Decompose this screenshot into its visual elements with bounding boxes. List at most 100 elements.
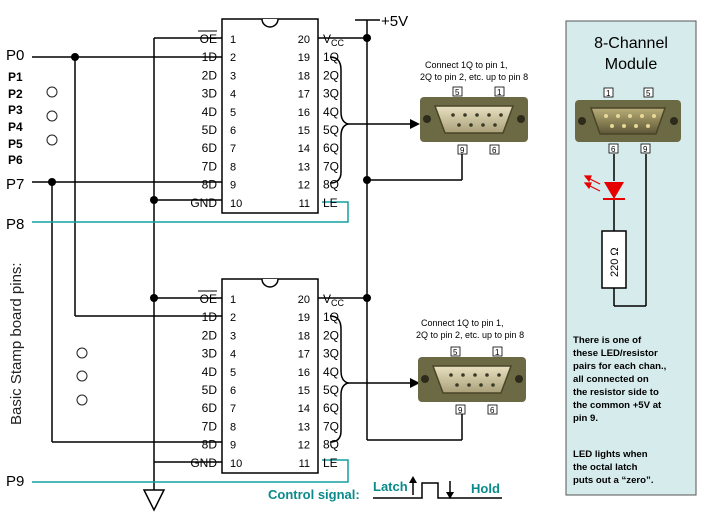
module-tag-5: 5 <box>646 89 651 98</box>
chip2-pin-number-right: 11 <box>299 458 310 470</box>
chip1-pin-name-right: VCC <box>323 32 345 48</box>
chip1-pin-name-left: 5D <box>202 123 218 137</box>
led-light-rays-icon <box>583 175 601 192</box>
module-note-2-line: puts out a “zero”. <box>573 475 653 486</box>
chip1-pin-name-right: 4Q <box>323 105 339 119</box>
chip1-pin-number-left: 9 <box>230 180 236 192</box>
chip1-pin-name-right: LE <box>323 196 338 210</box>
db9-pin-tags-top: 5 1 9 6 <box>452 86 505 155</box>
chip2-pin-name-right: 7Q <box>323 419 339 433</box>
chip2-pin-number-right: 20 <box>298 294 310 306</box>
chip2-pin-number-right: 18 <box>298 330 310 342</box>
resistor-label: 220 Ω <box>609 247 621 277</box>
stamp-pins-side-label: Basic Stamp board pins: <box>8 262 25 425</box>
module-title-line1: 8-Channel <box>594 35 668 52</box>
module-note-2: LED lights when the octal latch puts out… <box>573 449 653 486</box>
chip1-pin-name-left: 4D <box>202 105 218 119</box>
db9-connector-top <box>420 97 528 142</box>
module-note-1-line: these LED/resistor <box>573 348 658 359</box>
arrow-head-bottom <box>410 378 420 388</box>
chip1-pin-number-right: 15 <box>298 125 310 137</box>
chip2-pin-name-left: 7D <box>202 419 218 433</box>
db9-connector-bottom <box>418 357 526 402</box>
pin-label-p8: P8 <box>6 216 24 233</box>
db9-tag-9: 9 <box>460 146 465 155</box>
module-tag-9: 9 <box>643 145 648 154</box>
chip1-pin-name-right: 6Q <box>323 141 339 155</box>
chip2-pin-number-left: 4 <box>230 349 236 361</box>
chip2-pin-name-right: 5Q <box>323 383 339 397</box>
chip1-pin-name-left: 3D <box>202 87 218 101</box>
output-bus-bottom <box>329 315 410 443</box>
control-hold-label: Hold <box>471 481 500 496</box>
chip1-pin-name-left: 6D <box>202 141 218 155</box>
chip2-pin-name-left: 2D <box>202 328 218 342</box>
chip2-pin-number-right: 17 <box>298 349 310 361</box>
pin-label-p1: P1 <box>8 70 23 84</box>
ellipsis-dots-top <box>46 86 58 146</box>
module-db9-connector <box>575 100 681 142</box>
chip1-pin-name-left: 1D <box>202 50 218 64</box>
db9-tag-9: 9 <box>458 406 463 415</box>
led-diode-icon <box>603 182 625 200</box>
chip1-pin-number-left: 2 <box>230 52 236 64</box>
latch-up-arrow-icon <box>409 476 417 483</box>
module-note-1-line: the common +5V at <box>573 400 662 411</box>
chip1-pin-number-right: 19 <box>298 52 310 64</box>
chip2-pin-number-right: 12 <box>298 440 310 452</box>
pin-label-p0: P0 <box>6 47 24 64</box>
connector-note-bottom-line1: Connect 1Q to pin 1, <box>421 318 504 328</box>
db9-tag-5: 5 <box>453 348 458 357</box>
hold-down-arrow-icon <box>446 492 454 499</box>
chip2-pin-name-right: VCC <box>323 292 345 308</box>
chip1-pin-name-left: 8D <box>202 178 218 192</box>
chip1-pin-name-right: 3Q <box>323 87 339 101</box>
resistor-icon <box>601 230 627 289</box>
module-note-2-line: the octal latch <box>573 462 638 473</box>
chip1-pin-name-right: 8Q <box>323 178 339 192</box>
chip2-pin-number-right: 19 <box>298 312 310 324</box>
control-waveform <box>373 481 502 499</box>
module-tag-6: 6 <box>611 145 616 154</box>
chip2-pin-number-left: 2 <box>230 312 236 324</box>
chip2-pin-number-left: 9 <box>230 440 236 452</box>
chip1-pin-number-left: 6 <box>230 125 236 137</box>
module-db9-pin-tags: 1 5 6 9 <box>603 87 654 154</box>
chip2-pin-number-left: 5 <box>230 367 236 379</box>
chip2-pin-number-right: 15 <box>298 385 310 397</box>
chip1-pin-number-right: 13 <box>298 161 310 173</box>
chip2-pin-number-left: 8 <box>230 421 236 433</box>
pin-label-p2: P2 <box>8 87 23 101</box>
chip2-pin-name-left: 1D <box>202 310 218 324</box>
chip2-pin-name-left: 4D <box>202 365 218 379</box>
chip2-pin-name-right: LE <box>323 456 338 470</box>
chip2-pin-number-left: 6 <box>230 385 236 397</box>
pin-label-p6: P6 <box>8 153 23 167</box>
chip1-pin-number-right: 17 <box>298 89 310 101</box>
chip1-pin-number-left: 3 <box>230 70 236 82</box>
chip2-pin-name-right: 3Q <box>323 347 339 361</box>
chip2-pin-number-right: 14 <box>298 403 310 415</box>
teal-wires <box>32 201 349 483</box>
db9-tag-6: 6 <box>492 146 497 155</box>
db9-tag-5: 5 <box>455 88 460 97</box>
module-note-1: There is one of these LED/resistor pairs… <box>573 335 667 424</box>
chip1-pin-number-right: 14 <box>298 143 310 155</box>
module-tag-1: 1 <box>606 89 611 98</box>
db9-tag-6: 6 <box>490 406 495 415</box>
chip1-pin-number-left: 4 <box>230 89 236 101</box>
chip1-pin-name-left: GND <box>190 196 217 210</box>
chip1-pin-number-left: 7 <box>230 143 236 155</box>
chip2-pin-name-left: OE <box>200 292 217 306</box>
chip2-pin-name-right: 4Q <box>323 365 339 379</box>
chip2-pin-number-left: 10 <box>230 458 242 470</box>
connector-note-bottom-line2: 2Q to pin 2, etc. up to pin 8 <box>416 330 524 340</box>
chip1-pin-number-left: 8 <box>230 161 236 173</box>
chip1-pin-name-left: OE <box>200 32 217 46</box>
ground-symbol <box>142 489 166 512</box>
arrow-head-top <box>410 119 420 129</box>
chip1-pin-number-right: 16 <box>298 107 310 119</box>
